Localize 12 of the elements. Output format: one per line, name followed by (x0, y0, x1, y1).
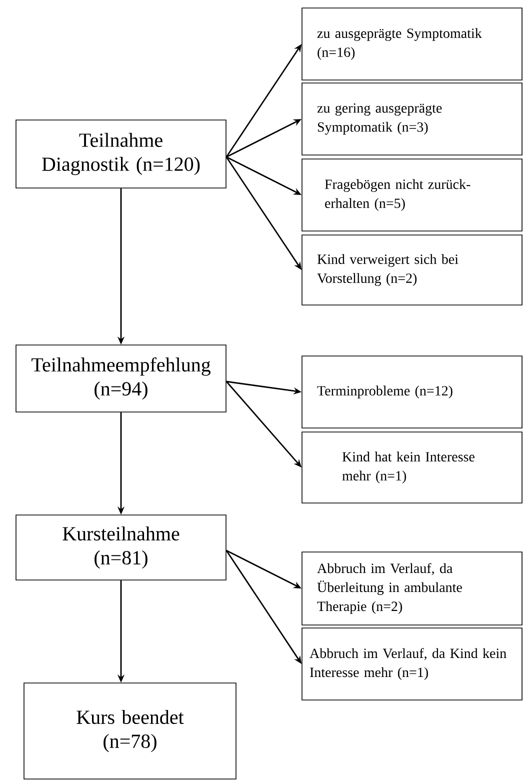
reason-box: Terminprobleme (n=12) (302, 356, 522, 428)
reason-box: zu ausgeprägte Symptomatik (n=16) (302, 8, 522, 80)
reason-box: Abbruch im Verlauf, da Überleitung in ambulante Therapie (n=2) (302, 552, 522, 626)
reason-box: zu gering ausgeprägte Symptomatik (n=3) (302, 82, 522, 156)
reason-box: Abbruch im Verlauf, da Kind kein Interesse mehr (n=1) (302, 628, 522, 700)
stage-box: Teilnahme Diagnostik (n=120) (16, 120, 226, 188)
stage-box: Kursteilnahme (n=81) (16, 514, 226, 580)
reason-box: Kind hat kein Interesse mehr (n=1) (302, 432, 522, 504)
reason-box: Fragebögen nicht zurück-erhalten (n=5) (302, 158, 522, 232)
reason-box: Kind verweigert sich bei Vorstellung (n=2) (302, 234, 522, 306)
stage-box: Kurs beendet (n=78) (24, 682, 236, 780)
stage-box: Teilnahmeempfehlung (n=94) (16, 344, 226, 412)
